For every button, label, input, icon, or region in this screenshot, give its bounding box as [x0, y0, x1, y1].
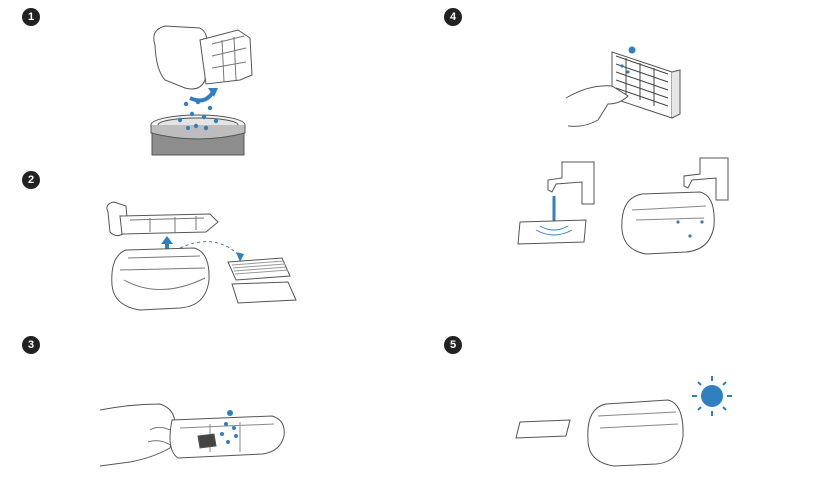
sun-icon — [692, 376, 732, 416]
step-3-illustration — [99, 403, 285, 467]
dashed-move-arrow-icon — [179, 241, 241, 257]
step-1-badge: 1 — [22, 8, 40, 26]
step-5-badge: 5 — [444, 336, 462, 354]
faucet-rinse-sponge-icon — [517, 161, 595, 245]
dust-particles-icon — [177, 99, 219, 131]
pour-arrow-icon — [189, 90, 215, 103]
hand-tapping-icon — [565, 85, 629, 127]
sponge-filter-icon — [515, 419, 571, 439]
step-2-badge: 2 — [22, 171, 40, 189]
step-1-illustration — [150, 25, 253, 156]
step-5-illustration — [515, 376, 732, 467]
faucet-rinse-dustbin-icon — [621, 157, 729, 255]
dust-particle-icon — [628, 46, 636, 54]
trash-can-icon — [150, 114, 246, 156]
filter-block-icon — [611, 51, 681, 119]
step-4-illustration — [517, 46, 729, 255]
dustbin-icon — [111, 247, 210, 311]
pleated-filter-icon — [227, 257, 291, 281]
debris-particles-icon — [220, 410, 238, 444]
hand-holding-dustbin-icon — [153, 25, 253, 90]
hand-lifting-filter-icon — [106, 201, 219, 236]
step-3-badge: 3 — [22, 336, 40, 354]
sponge-filter-icon — [231, 281, 297, 304]
hand-holding-dustbin-icon — [99, 403, 176, 467]
step-2-illustration — [106, 201, 297, 311]
step-4-badge: 4 — [444, 8, 462, 26]
open-dustbin-icon — [169, 415, 285, 459]
dustbin-icon — [587, 399, 684, 467]
